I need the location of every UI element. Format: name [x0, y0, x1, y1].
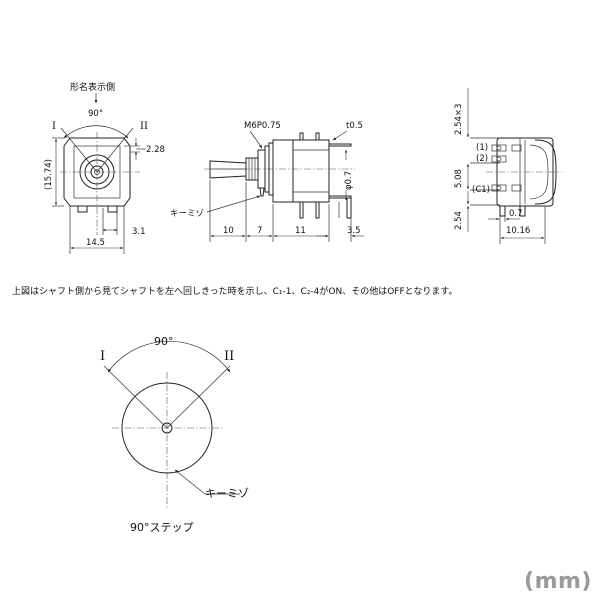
terminal-c1: (C1)	[472, 185, 490, 195]
rear-dim-07: 0.7	[509, 209, 523, 219]
step-pos-2: II	[224, 349, 234, 364]
side-view: M6P0.75 t0.5	[170, 121, 364, 242]
phi-label: φ0.7	[344, 171, 354, 190]
unit-label: (mm)	[524, 569, 592, 594]
front-view: 形名表示側 90° I II (15.74) 2.28	[44, 81, 165, 254]
note-text: 上図はシャフト側から見てシャフトを左へ回しきった時を示し、C₁-1、C₂-4がO…	[12, 285, 457, 297]
marking-side-label: 形名表示側	[70, 81, 115, 93]
rear-dim-508: 5.08	[454, 169, 464, 188]
front-height-dim: (15.74)	[44, 159, 54, 190]
step-caption: 90°ステップ	[130, 521, 194, 534]
step-pos-1: I	[100, 349, 105, 364]
thread-label: M6P0.75	[244, 121, 281, 131]
front-dim-145: 14.5	[86, 238, 105, 248]
front-pos-1: I	[52, 121, 56, 132]
rear-dim-254x3: 2.54×3	[454, 104, 464, 135]
side-key-label: キーミゾ	[170, 209, 205, 219]
terminal-2: (2)	[476, 154, 488, 164]
front-angle-label: 90°	[88, 109, 103, 119]
side-dim-3: 11	[295, 226, 306, 236]
front-pos-2: II	[140, 121, 148, 132]
t05-label: t0.5	[346, 121, 363, 131]
step-key-label: キーミゾ	[205, 487, 249, 500]
rear-view: 2.54×3 5.08 2.54 (1) (2) (C1)	[454, 88, 562, 244]
step-diagram: 90° I II キーミゾ 90°ステップ	[100, 335, 249, 534]
rear-dim-1016: 10.16	[506, 226, 530, 236]
front-dim-228: 2.28	[146, 145, 165, 155]
side-dim-4: 3.5	[347, 226, 361, 236]
front-dim-31: 3.1	[132, 227, 146, 237]
side-dim-2: 7	[257, 226, 262, 236]
terminal-1: (1)	[476, 143, 488, 153]
rear-dim-254: 2.54	[454, 211, 464, 230]
side-dim-1: 10	[223, 226, 234, 236]
